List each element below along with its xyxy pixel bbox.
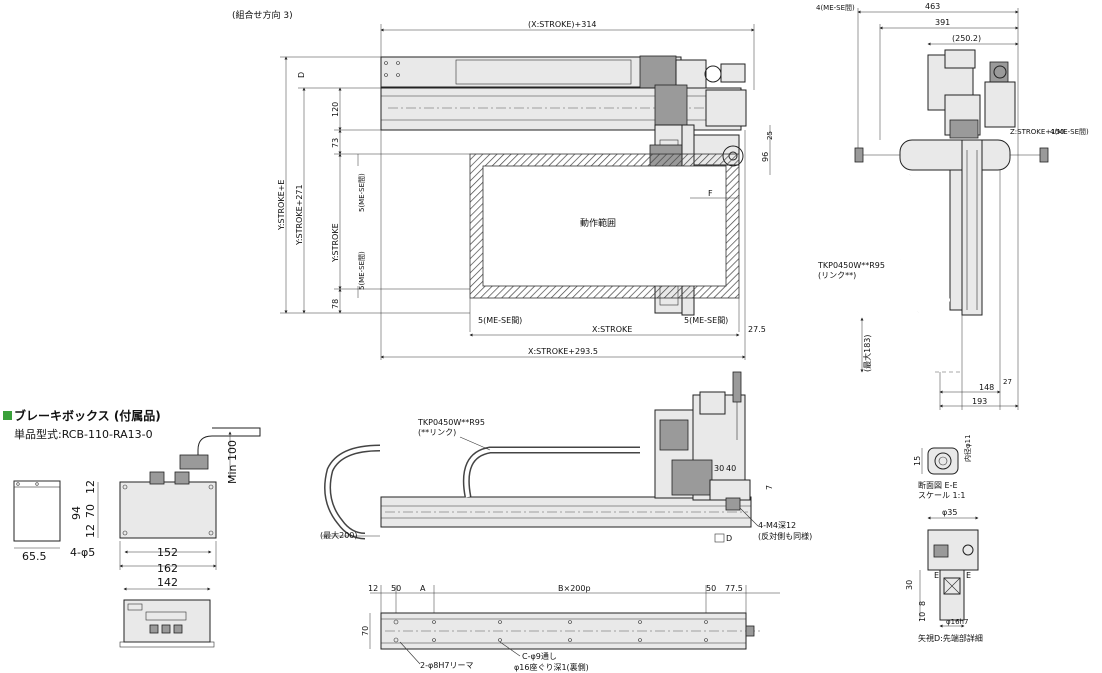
dim-me-se-y1: 5(ME-SE間) — [358, 173, 366, 212]
dim-250-2: (250.2) — [952, 34, 981, 43]
dim-me-se-x1: 5(ME-SE間) — [478, 316, 522, 325]
dim-me-se-top: 4(ME-SE間) — [816, 4, 855, 12]
dim-152: 152 — [157, 546, 178, 559]
dim-y-stroke-e: Y:STROKE+E — [277, 180, 286, 231]
dim-25: 25 — [766, 131, 774, 140]
dim-30: 30 — [714, 464, 724, 473]
front-view: TKP0450W**R95 (**リンク) (最大200) 30 40 7 4-… — [320, 371, 812, 543]
detail-title: 矢視D:先端部詳細 — [918, 633, 983, 643]
top-view: (X:STROKE)+314 動作範囲 Y:STROKE+E — [277, 20, 774, 360]
dim-27: 27 — [1003, 378, 1012, 386]
dim-12b: 12 — [84, 524, 97, 538]
bottom-dim-50b: 50 — [706, 584, 716, 593]
dim-142: 142 — [157, 576, 178, 589]
hole-label-2: φ16座ぐり深1(裏側) — [514, 662, 589, 672]
bottom-dim-12: 12 — [368, 584, 378, 593]
view-arrow-icon — [714, 533, 725, 543]
bottom-dim-b: B×200p — [558, 584, 591, 593]
bottom-dim-50a: 50 — [391, 584, 401, 593]
detail-dim-35: φ35 — [942, 508, 957, 517]
dim-193: 193 — [972, 397, 987, 406]
dim-463: 463 — [925, 2, 940, 11]
dim-65-5: 65.5 — [22, 550, 47, 563]
cable-label-side-1: TKP0450W**R95 — [817, 261, 885, 270]
detail-dim-shaft: φ16h7 — [946, 618, 968, 626]
dim-94: 94 — [70, 506, 83, 520]
dim-me-se-right: 4(ME-SE間) — [1050, 128, 1089, 136]
dim-me-se-y2: 5(ME-SE間) — [358, 251, 366, 290]
dim-40: 40 — [726, 464, 736, 473]
dim-70: 70 — [84, 504, 97, 518]
brake-box-title: ブレーキボックス (付属品) — [14, 408, 161, 423]
dim-120: 120 — [331, 102, 340, 117]
detail-mark-e2: E — [966, 571, 971, 580]
dim-27-5: 27.5 — [748, 325, 766, 334]
dim-73: 73 — [331, 138, 340, 148]
bottom-dim-70: 70 — [361, 626, 370, 636]
dim-z-stroke-150: Z:STROKE+150 — [1010, 128, 1065, 136]
right-side-view: 4(ME-SE間) 463 391 (250.2) Z:STROKE+150 4… — [816, 2, 1089, 410]
detail-d: φ35 E E 30 8 10 φ16h7 矢視D:先端部詳細 — [905, 508, 983, 643]
cable-label-front-2: (**リンク) — [418, 428, 456, 437]
cable-label-front-1: TKP0450W**R95 — [417, 418, 485, 427]
detail-dim-30: 30 — [905, 580, 914, 590]
dim-y-stroke-271: Y:STROKE+271 — [295, 184, 304, 246]
orientation-label: (組合せ方向 3) — [232, 9, 293, 21]
bottom-dim-77-5: 77.5 — [725, 584, 743, 593]
bottom-dim-a: A — [420, 584, 426, 593]
dim-96: 96 — [761, 152, 770, 162]
dim-f: F — [708, 189, 713, 198]
detail-mark-e1: E — [934, 571, 939, 580]
dim-min-100: Min 100 — [226, 440, 239, 484]
dim-x-stroke-293-5: X:STROKE+293.5 — [528, 347, 598, 356]
dim-max-183: (最大183) — [862, 334, 872, 372]
dim-162: 162 — [157, 562, 178, 575]
cable-label-side-2: (リンク**) — [818, 271, 856, 280]
section-dim-inner: 内径φ11 — [963, 434, 972, 462]
dim-max-200: (最大200) — [320, 530, 358, 540]
dim-78: 78 — [331, 299, 340, 309]
view-d-label: D — [726, 534, 732, 543]
dim-12: 12 — [84, 480, 97, 494]
reamer-label: 2-φ8H7リーマ — [420, 661, 473, 670]
section-title: 断面図 E-E — [918, 480, 958, 490]
section-ee: 15 内径φ11 断面図 E-E スケール 1:1 — [913, 434, 972, 500]
brake-box: ブレーキボックス (付属品) 単品型式:RCB-110-RA13-0 65.5 … — [3, 408, 261, 648]
detail-dim-10: 10 — [918, 612, 927, 622]
detail-dim-8: 8 — [918, 601, 927, 606]
operating-range-label: 動作範囲 — [580, 217, 616, 229]
section-marker-icon — [3, 411, 12, 420]
dim-x-stroke: X:STROKE — [592, 325, 632, 334]
brake-box-model: 単品型式:RCB-110-RA13-0 — [14, 427, 153, 441]
section-scale: スケール 1:1 — [918, 491, 965, 500]
dim-y-stroke: Y:STROKE — [331, 223, 340, 263]
hole-label-1: C-φ9通し — [522, 651, 557, 661]
dim-me-se-x2: 5(ME-SE間) — [684, 316, 728, 325]
tap-label-1: 4-M4深12 — [758, 521, 796, 530]
section-dim-15: 15 — [913, 456, 922, 466]
dim-x-total-top: (X:STROKE)+314 — [528, 20, 597, 29]
tap-label-2: (反対側も同様) — [758, 531, 812, 541]
dim-391: 391 — [935, 18, 950, 27]
dim-holes: 4-φ5 — [70, 546, 95, 559]
dim-148: 148 — [979, 383, 994, 392]
bottom-view: 12 50 A B×200p 50 77.5 70 2-φ8H7リーマ C-φ9… — [361, 584, 780, 672]
dim-d: D — [297, 72, 306, 78]
dim-7: 7 — [765, 485, 774, 490]
